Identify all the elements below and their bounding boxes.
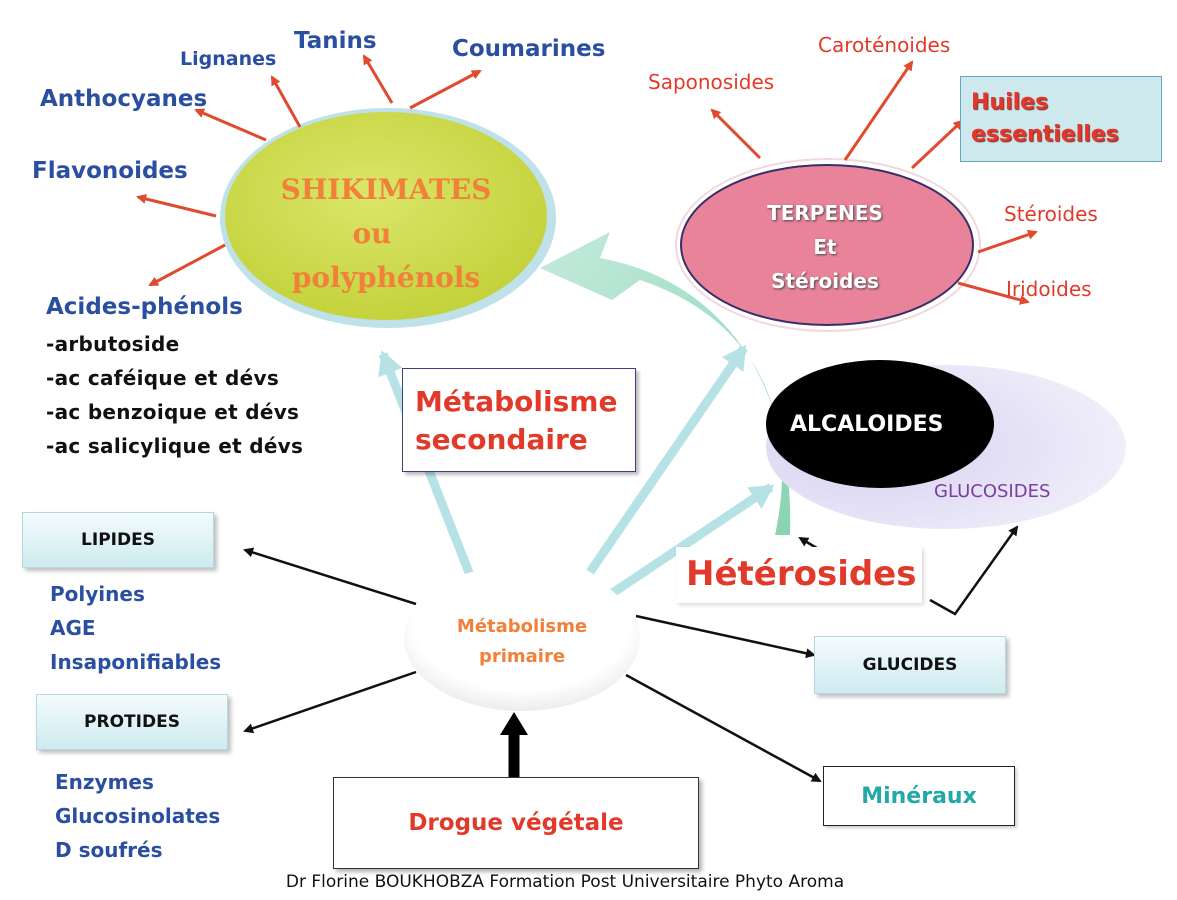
acides-item: -arbutoside [46,332,180,356]
heterosides-box [676,547,922,603]
arrow-iridoides [957,281,1030,305]
footer-credit: Dr Florine BOUKHOBZA Formation Post Univ… [285,872,845,892]
primaire-ellipse [404,565,640,711]
terpenes-title-line1: TERPENES [767,201,883,225]
drogue-box: Drogue végétale [333,777,699,869]
arrow-lignanes [270,75,302,128]
mineraux-box: Minéraux [823,766,1015,826]
arrow-to-terpenes [586,344,748,575]
terpenes-title: TERPENES Et Stéroides [700,196,950,298]
arrow-glucides [635,614,816,659]
arrow-acides-phenols [148,243,226,287]
arrow-coumarines [409,69,482,110]
arrow-heterosides-glucosides [929,525,1019,616]
label-tanins: Tanins [294,28,377,54]
protides-item: Glucosinolates [55,804,221,828]
acides-item: -ac salicylique et dévs [46,434,304,458]
lipides-item: AGE [50,616,96,640]
shikimates-title-line1: SHIKIMATES [280,173,492,206]
arrow-mineraux [625,673,822,783]
acides-phenols-title: Acides-phénols [46,294,243,320]
protides-item: D soufrés [55,838,163,862]
shikimates-title-line3: polyphénols [291,261,481,294]
arrow-flavonoides [136,194,217,218]
protides-box: PROTIDES [36,694,228,750]
arrow-tanins [362,54,394,104]
protides-item: Enzymes [55,770,154,794]
huiles-line1: Huiles [971,90,1049,115]
lipides-item: Insaponifiables [50,650,222,674]
arrow-lipides [243,547,417,606]
label-flavonoides: Flavonoides [32,158,188,184]
acides-item: -ac benzoique et dévs [46,400,300,424]
arrow-steroides [977,229,1038,254]
huiles-line2: essentielles [971,122,1119,147]
terpenes-title-line3: Stéroides [771,269,879,293]
primaire-line1: Métabolisme [456,616,588,637]
lipides-box: LIPIDES [22,512,214,568]
arrow-protides [243,670,417,734]
label-steroides: Stéroides [1004,202,1098,226]
lipides-item: Polyines [50,582,145,606]
shikimates-title: SHIKIMATES ou polyphénols [226,168,546,300]
label-coumarines: Coumarines [452,36,606,62]
label-anthocyanes: Anthocyanes [40,86,208,112]
terpenes-title-line2: Et [813,235,837,259]
arrow-to-alcaloides [605,483,775,600]
heterosides-label: Hétérosides [686,554,917,594]
label-lignanes: Lignanes [180,48,277,70]
alcaloides-label: ALCALOIDES [790,412,944,437]
arrow-anthocyanes [194,108,267,142]
primaire-line2: primaire [478,646,566,667]
swoosh-arrow [540,232,791,535]
alcaloides-ellipse [766,360,994,488]
acides-item: -ac caféique et dévs [46,366,280,390]
glucosides-label: GLUCOSIDES [934,481,1051,502]
arrow-carotenoides [843,60,914,161]
primaire-title: Métabolisme primaire [420,612,624,672]
arrow-huiles [910,119,964,170]
huiles-essentielles-box: Huiles essentielles [960,76,1162,162]
glucides-box: GLUCIDES [814,636,1006,694]
label-carotenoides: Caroténoides [818,33,951,57]
secondaire-line2: secondaire [415,423,588,456]
shikimates-title-line2: ou [352,217,392,250]
arrow-saponosides [710,108,762,160]
arrow-drogue-head [500,712,528,735]
label-iridoides: Iridoides [1006,277,1092,301]
metabolisme-secondaire-box: Métabolisme secondaire [402,368,636,472]
label-saponosides: Saponosides [648,70,775,94]
secondaire-line1: Métabolisme [415,385,618,418]
